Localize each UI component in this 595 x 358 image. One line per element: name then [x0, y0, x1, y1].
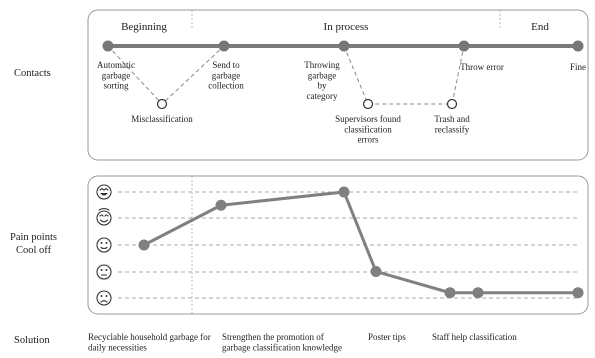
emotion-point [215, 199, 227, 211]
contacts-row-label: Contacts [14, 68, 51, 79]
journey-node [572, 40, 584, 52]
branch-label-misclassification: Misclassification [131, 114, 193, 124]
emotion-point [338, 186, 350, 198]
phase-label-in-process: In process [324, 21, 369, 33]
laughing-face-icon [96, 184, 112, 200]
emotion-point [472, 287, 484, 299]
branch-node [156, 98, 168, 110]
emotion-curve [138, 186, 584, 299]
emotion-point [572, 287, 584, 299]
correction-branch-path [343, 45, 465, 105]
journey-node [102, 40, 114, 52]
step-label-throw-error: Throw error [460, 62, 504, 72]
emotion-point [138, 239, 150, 251]
step-label-fine: Fine [570, 62, 586, 72]
unhappy-face-icon [96, 290, 112, 306]
solution-row-label: Solution [14, 335, 50, 346]
branch-node [446, 98, 458, 110]
emotion-panel [87, 175, 589, 315]
emotion-curve-line [143, 190, 578, 295]
smiling-face-icon [96, 207, 112, 226]
emotion-point [444, 287, 456, 299]
contacts-panel [87, 9, 589, 161]
phase-label-end: End [531, 21, 549, 33]
slightly-unhappy-face-icon [96, 264, 112, 280]
journey-node [458, 40, 470, 52]
branch-node [362, 98, 374, 110]
emotion-point [370, 266, 382, 277]
solution-item-poster-tips: Poster tips [368, 332, 406, 342]
phase-label-beginning: Beginning [121, 21, 167, 33]
neutral-face-icon [96, 237, 112, 253]
emotion-row-label-line1: Pain points [10, 232, 57, 243]
emotion-row-label-line2: Cool off [16, 245, 52, 256]
journey-node [218, 40, 230, 52]
journey-node [338, 40, 350, 52]
solution-item-staff-help: Staff help classification [432, 332, 517, 342]
